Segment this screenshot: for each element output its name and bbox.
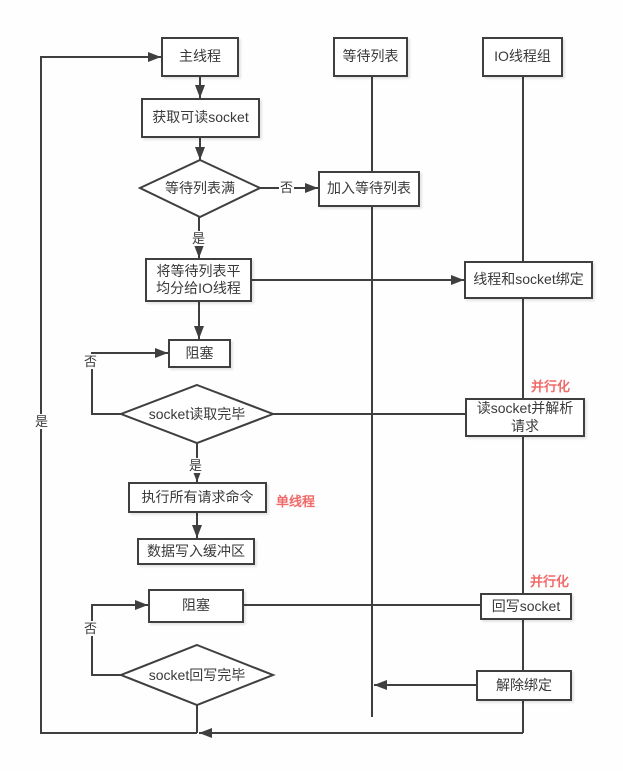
branch-label-no1: 否: [279, 180, 295, 195]
branch-label-yes2: 是: [188, 458, 204, 473]
node-read-parse-line2: 请求: [511, 417, 539, 434]
node-write-back-socket: 回写socket: [480, 593, 572, 620]
edge-return-to-main-thread: [40, 52, 197, 734]
branch-label-no3: 否: [83, 621, 99, 636]
node-block2: 阻塞: [148, 589, 244, 623]
node-block1-label: 阻塞: [185, 344, 214, 361]
node-block1: 阻塞: [168, 339, 231, 368]
node-unbind-label: 解除绑定: [496, 676, 552, 693]
node-get-readable-socket-label: 获取可读socket: [152, 109, 249, 126]
node-write-buffer-label: 数据写入缓冲区: [147, 542, 245, 559]
lane-header-io-group: IO线程组: [482, 37, 563, 77]
lane-header-io-group-label: IO线程组: [494, 48, 551, 65]
node-get-readable-socket: 获取可读socket: [141, 98, 260, 138]
annotation-parallel-write: 并行化: [530, 574, 570, 589]
node-unbind: 解除绑定: [476, 670, 572, 701]
node-distribute: 将等待列表平 均分给IO线程: [145, 258, 252, 302]
diamond-socket-read-done: [118, 383, 276, 445]
node-execute-commands-label: 执行所有请求命令: [141, 488, 254, 505]
annotation-single-thread: 单线程: [276, 494, 316, 509]
branch-label-no2: 否: [83, 354, 99, 369]
node-main-thread: 主线程: [161, 37, 239, 77]
node-join-wait-list: 加入等待列表: [318, 171, 420, 207]
diamond-wait-list-full: [137, 158, 263, 219]
node-read-parse: 读socket并解析 请求: [465, 398, 585, 437]
node-distribute-line2: 均分给IO线程: [156, 280, 241, 296]
node-write-back-socket-label: 回写socket: [491, 597, 561, 614]
node-main-thread-label: 主线程: [179, 48, 221, 65]
diamond-socket-writeback-done: [118, 643, 276, 707]
node-distribute-line1: 将等待列表平: [156, 262, 241, 279]
branch-label-yes1: 是: [191, 231, 207, 246]
lane-header-wait-list-label: 等待列表: [342, 48, 399, 65]
node-read-parse-line1: 读socket并解析: [476, 400, 574, 416]
branch-label-yes-return: 是: [34, 414, 50, 429]
annotation-parallel-read: 并行化: [531, 379, 571, 394]
node-execute-commands: 执行所有请求命令: [128, 482, 267, 513]
node-bind-thread-socket: 线程和socket绑定: [464, 261, 593, 299]
node-bind-thread-socket-label: 线程和socket绑定: [473, 271, 584, 288]
node-write-buffer: 数据写入缓冲区: [137, 538, 255, 565]
lane-header-wait-list: 等待列表: [333, 37, 408, 77]
node-block2-label: 阻塞: [182, 597, 210, 614]
node-join-wait-list-label: 加入等待列表: [327, 180, 411, 197]
edge-decision3-no-loop-to-block2: [91, 600, 148, 676]
edge-decision2-no-loop-to-block1: [91, 348, 168, 415]
